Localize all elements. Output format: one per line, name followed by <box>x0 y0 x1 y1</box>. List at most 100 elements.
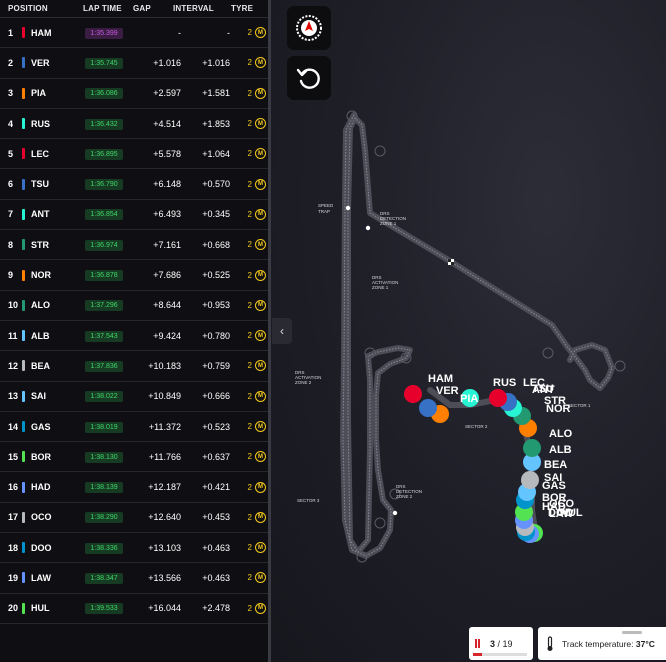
header-position: POSITION <box>8 4 48 13</box>
medium-tyre-icon: M <box>255 148 266 160</box>
track-temp-label: Track temperature: <box>562 638 634 649</box>
timing-header: POSITION LAP TIME GAP INTERVAL TYRE <box>0 0 268 18</box>
row-driver-code: ALO <box>31 300 50 311</box>
label-speed-trap-1: SPEED <box>318 203 334 208</box>
compass-button[interactable] <box>287 6 331 50</box>
medium-tyre-icon: M <box>255 421 266 432</box>
row-driver-code: VER <box>31 57 50 68</box>
lap-time-badge: 1:36.432 <box>85 118 123 130</box>
team-color-bar <box>22 239 25 251</box>
row-interval: +0.953 <box>202 300 230 311</box>
row-gap: +9.424 <box>153 330 181 341</box>
medium-tyre-icon: M <box>255 481 266 493</box>
car-marker[interactable] <box>489 389 507 407</box>
collapse-panel-button[interactable]: ‹ <box>272 318 292 344</box>
car-marker[interactable] <box>521 471 539 489</box>
lap-time-badge: 1:38.130 <box>85 451 123 463</box>
lap-time-badge: 1:37.836 <box>85 360 123 372</box>
team-color-bar <box>22 118 25 130</box>
track-map[interactable] <box>270 0 666 662</box>
team-color-bar <box>22 602 25 614</box>
car-label: BOR <box>542 492 567 504</box>
tyre-age: 2 <box>247 331 252 341</box>
row-lap-time: 1:37.836 <box>85 360 143 372</box>
header-lap-time: LAP TIME <box>83 4 122 13</box>
medium-tyre-icon: M <box>255 542 266 554</box>
car-label: LEC <box>523 377 545 389</box>
row-interval: +1.064 <box>202 148 230 159</box>
row-position: 14 <box>8 421 19 432</box>
lap-time-badge: 1:36.086 <box>85 88 123 100</box>
row-interval: +0.666 <box>202 391 230 402</box>
corner-markers <box>346 110 626 563</box>
row-position: 19 <box>8 572 19 583</box>
reset-view-button[interactable] <box>287 56 331 100</box>
medium-tyre-icon: M <box>255 330 266 342</box>
car-marker[interactable] <box>461 389 479 407</box>
car-label: VER <box>436 385 459 397</box>
row-lap-time: 1:36.974 <box>85 239 143 251</box>
lap-time-badge: 1:36.895 <box>85 148 123 160</box>
car-marker[interactable] <box>523 439 541 457</box>
medium-tyre-icon: M <box>255 572 266 584</box>
row-position: 13 <box>8 391 19 402</box>
lap-separator: / <box>495 638 503 649</box>
team-color-bar <box>22 148 25 160</box>
label-drs-act1-3: ZONE 1 <box>372 285 389 290</box>
label-drs-act1-2: ACTIVATION <box>372 280 398 285</box>
car-label: HAM <box>428 373 453 385</box>
row-position: 9 <box>8 270 14 281</box>
team-color-bar <box>22 269 25 281</box>
car-label: SAI <box>544 472 562 484</box>
row-lap-time: 1:39.533 <box>85 602 143 615</box>
row-interval: +0.759 <box>202 360 230 371</box>
row-interval: +0.345 <box>202 209 230 220</box>
car-marker[interactable] <box>419 399 437 417</box>
tyre-age: 2 <box>247 300 252 310</box>
row-driver-code: BOR <box>31 451 51 462</box>
label-drs-act1-1: DRS <box>372 275 382 280</box>
tyre-age: 2 <box>247 119 252 129</box>
lap-progress-fill <box>473 653 482 656</box>
row-gap: +5.578 <box>153 148 181 159</box>
panel-divider[interactable] <box>268 0 271 662</box>
car-marker[interactable] <box>523 453 541 471</box>
lap-total: 19 <box>502 638 513 649</box>
row-gap: +7.161 <box>153 239 181 250</box>
tyre-age: 2 <box>247 361 252 371</box>
row-lap-time: 1:38.139 <box>85 481 143 494</box>
medium-tyre-icon: M <box>255 451 266 463</box>
car-label: RUS <box>493 377 516 389</box>
car-marker[interactable] <box>404 385 422 403</box>
lap-time-badge: 1:39.533 <box>85 603 123 615</box>
